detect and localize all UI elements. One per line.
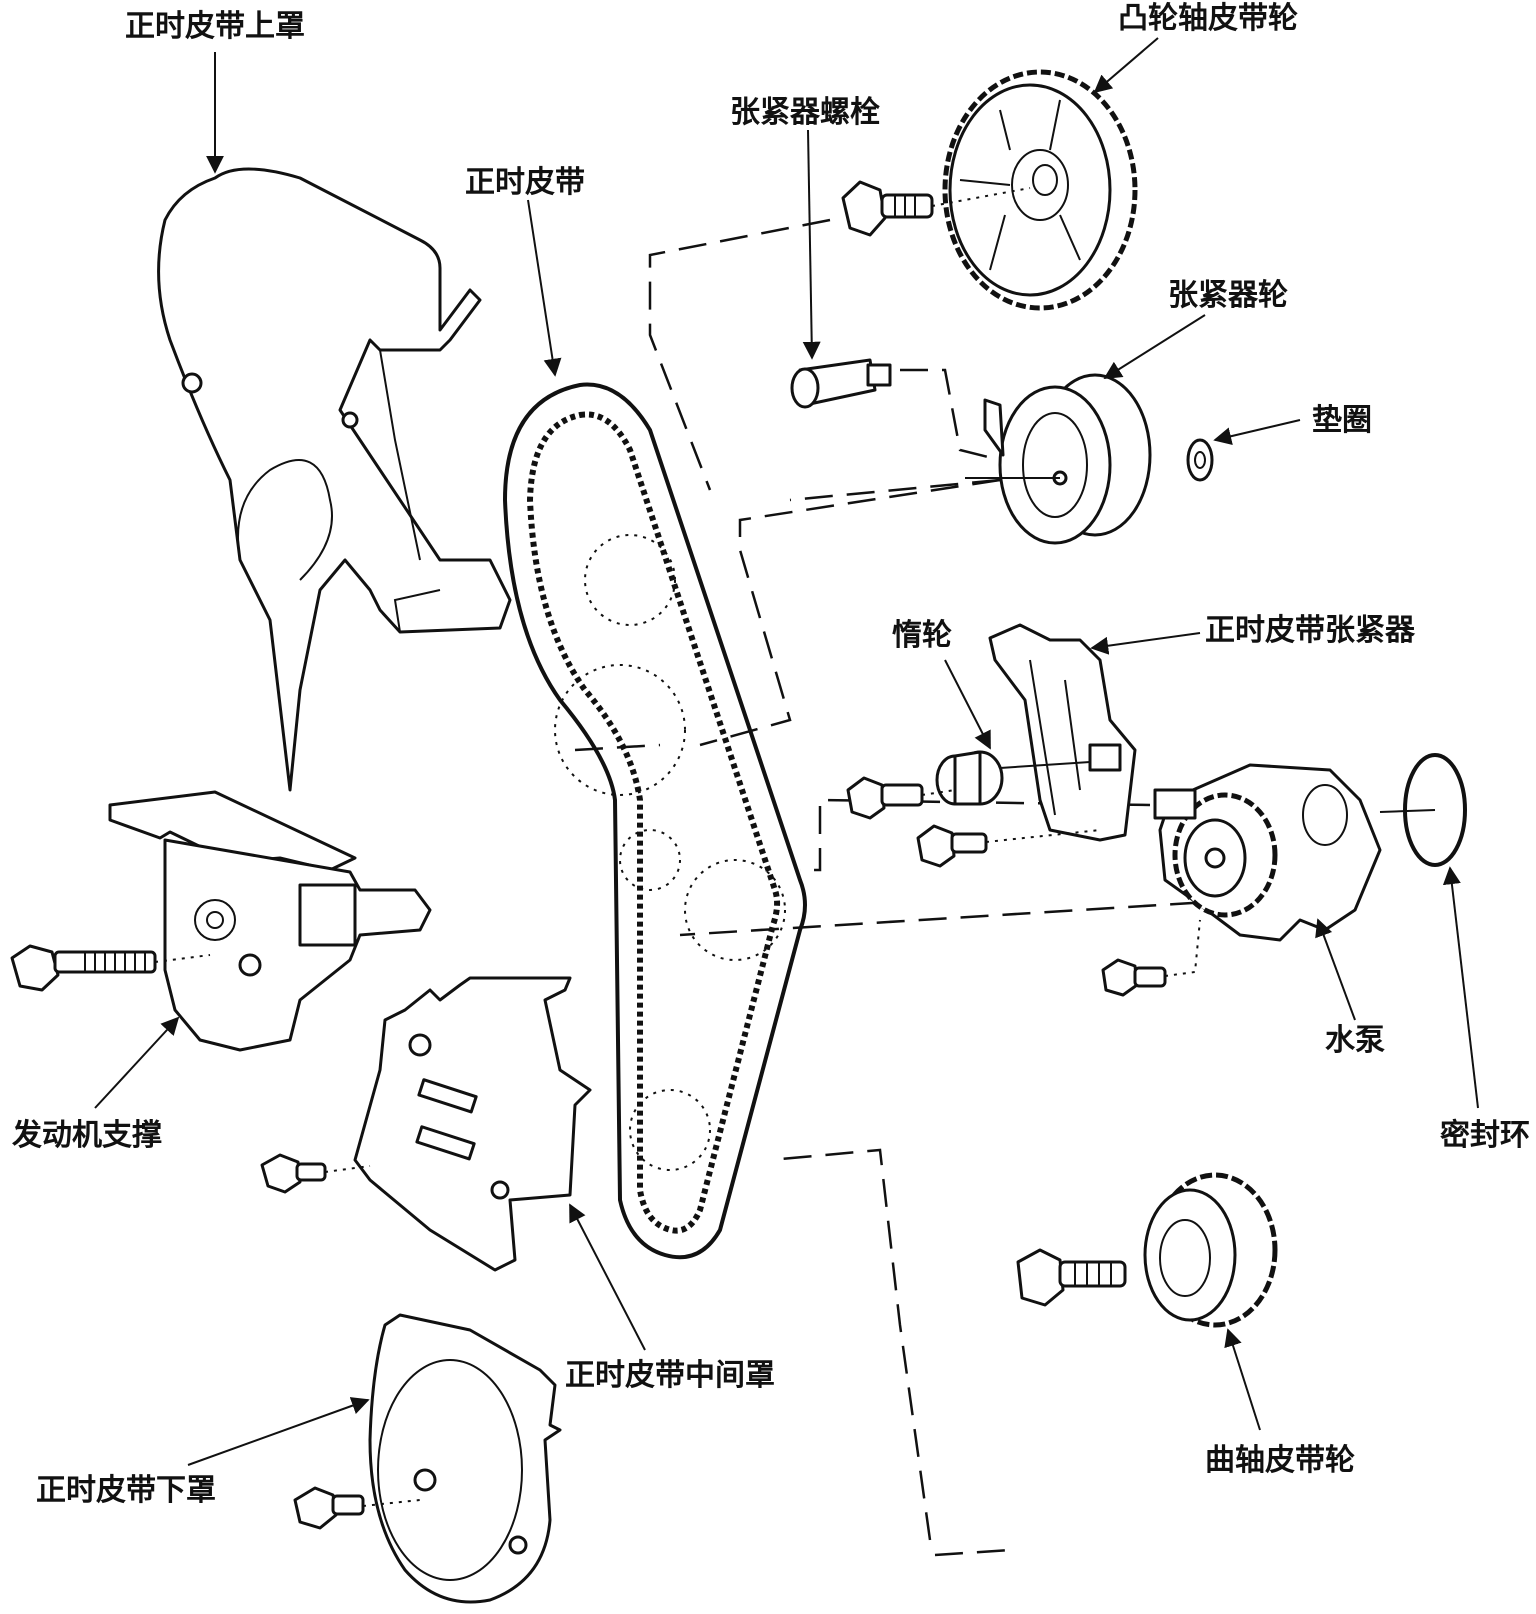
assembly-dash-lines [574, 218, 1241, 1557]
label-idler-pulley: 惰轮 [892, 618, 952, 653]
label-crankshaft-pulley: 曲轴皮带轮 [1205, 1443, 1355, 1478]
label-lower-cover: 正时皮带下罩 [36, 1473, 216, 1508]
middle-cover-part [353, 976, 592, 1272]
engine-support-bolt [10, 944, 211, 992]
label-camshaft-pulley: 凸轮轴皮带轮 [1118, 1, 1298, 36]
label-middle-cover: 正时皮带中间罩 [565, 1358, 775, 1393]
idler-pulley-part [935, 750, 1091, 806]
water-pump-bolt [1101, 919, 1201, 997]
label-tensioner-pulley: 张紧器轮 [1168, 278, 1288, 313]
label-washer: 垫圈 [1312, 403, 1372, 438]
label-belt-tensioner: 正时皮带张紧器 [1205, 613, 1416, 648]
crankshaft-bolt [1016, 1248, 1127, 1307]
washer-part [1186, 438, 1214, 482]
crankshaft-pulley-part [1143, 1172, 1278, 1328]
label-seal-ring: 密封环 [1440, 1118, 1530, 1153]
idler-bolt-lower [916, 824, 1101, 868]
tensioner-pulley-part [965, 373, 1152, 545]
middle-cover-bolt [260, 1153, 371, 1194]
camshaft-bolt [841, 180, 1031, 237]
upper-cover-part [157, 167, 512, 792]
engine-support-part [108, 790, 432, 1052]
label-tensioner-bolt: 张紧器螺栓 [730, 95, 880, 130]
camshaft-pulley-part [942, 69, 1138, 311]
phantom-pulleys [554, 534, 786, 1171]
lower-cover-part [368, 1313, 562, 1604]
seal-ring-part [1379, 753, 1467, 867]
leader-lines [94, 37, 1479, 1466]
timing-belt-part [503, 382, 807, 1260]
lower-cover-bolt [293, 1486, 421, 1530]
label-upper-cover: 正时皮带上罩 [125, 9, 305, 44]
idler-bolt-upper [846, 776, 956, 820]
belt-tensioner-part [988, 623, 1137, 842]
label-water-pump: 水泵 [1325, 1023, 1385, 1058]
water-pump-part [1153, 763, 1382, 942]
label-engine-support: 发动机支撑 [11, 1118, 162, 1153]
tensioner-bolt-part [790, 358, 892, 409]
label-timing-belt: 正时皮带 [465, 165, 585, 200]
